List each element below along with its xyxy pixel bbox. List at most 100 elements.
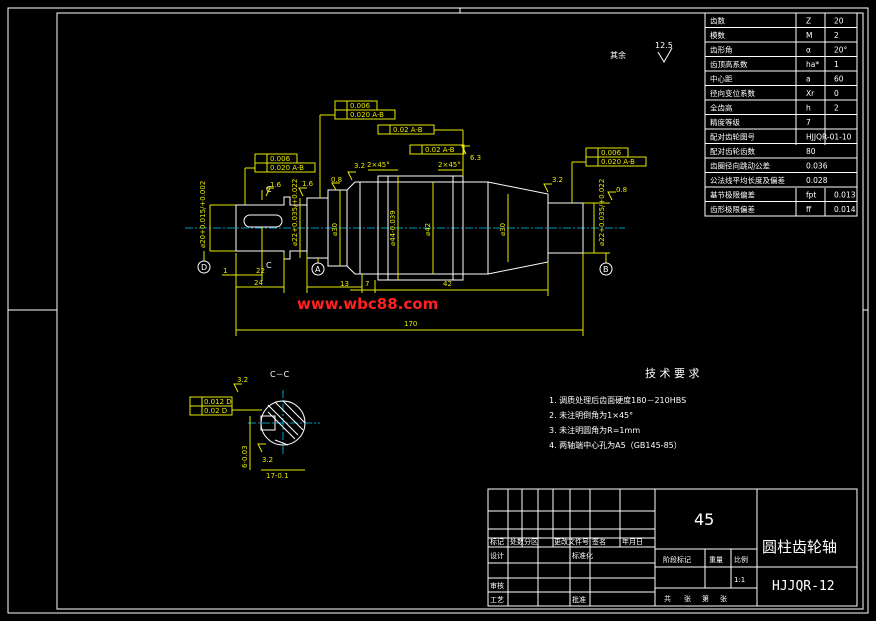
param-value: 7 xyxy=(806,118,811,127)
param-name: 模数 xyxy=(710,30,725,40)
svg-text:0.020 A-B: 0.020 A-B xyxy=(350,111,384,119)
svg-text:0.020 A-B: 0.020 A-B xyxy=(601,158,635,166)
svg-text:0.020 A-B: 0.020 A-B xyxy=(270,164,304,172)
param-value: 0.013 xyxy=(834,191,856,200)
svg-text:0.02 D: 0.02 D xyxy=(204,407,227,415)
dim-dia-30: ⌀30 xyxy=(331,223,339,236)
svg-text:0.006: 0.006 xyxy=(270,155,291,163)
svg-text:0.02 A-B: 0.02 A-B xyxy=(425,146,455,154)
param-value: 2 xyxy=(834,104,839,113)
title-block-header: 分区 xyxy=(524,537,538,546)
tech-title: 技 术 要 求 xyxy=(645,367,700,380)
dim-dia-left: ⌀20+0.015/+0.002 xyxy=(199,181,207,248)
param-value: 60 xyxy=(834,75,844,84)
title-block-sign-label: 批准 xyxy=(572,595,586,604)
svg-text:3.2: 3.2 xyxy=(237,376,248,384)
datum-a: A xyxy=(311,258,325,276)
svg-text:0.006: 0.006 xyxy=(601,149,622,157)
dimension-lines xyxy=(209,169,610,336)
param-symbol: a xyxy=(806,75,811,84)
param-symbol: α xyxy=(806,46,811,55)
param-name: 精度等级 xyxy=(710,117,740,127)
tolerance-frame-1: 0.006 0.020 A-B xyxy=(244,153,316,205)
dim-22: 22 xyxy=(256,267,265,275)
param-symbol: ff xyxy=(806,205,812,214)
title-block: 45 圆柱齿轮轴 HJJQR-12 1:1 标记处数分区更改文件号签名年月日设计… xyxy=(487,488,858,607)
svg-text:1.6: 1.6 xyxy=(302,180,314,188)
dim-dia-30-right: ⌀30 xyxy=(499,223,507,236)
cut-label-bottom: C xyxy=(266,261,272,270)
param-name: 基节极限偏差 xyxy=(710,190,755,200)
rest-finish-symbol xyxy=(657,47,673,63)
title-block-header: 年月日 xyxy=(622,537,643,546)
tech-item-1: 1. 调质处理后齿面硬度180－210HBS xyxy=(549,395,686,405)
param-name: 配对齿轮齿数 xyxy=(710,146,755,156)
rest-finish-value: 12.5 xyxy=(655,41,673,50)
tolerance-frame-4: 0.02 A-B xyxy=(409,144,465,155)
param-symbol: Xr xyxy=(806,89,815,98)
param-name: 径向变位系数 xyxy=(710,88,755,98)
dim-chamfer-right: 2×45° xyxy=(438,161,461,169)
dim-1: 1 xyxy=(223,267,227,275)
section-label: C－C xyxy=(270,370,290,379)
svg-text:3.2: 3.2 xyxy=(262,456,273,464)
keyway xyxy=(243,214,283,228)
title-block-weight-label: 重量 xyxy=(709,556,723,564)
svg-text:6-0.03: 6-0.03 xyxy=(241,445,249,468)
svg-text:D: D xyxy=(201,263,207,272)
inner-border xyxy=(56,12,864,610)
param-value: 1 xyxy=(834,60,839,69)
param-value: 0.036 xyxy=(806,162,828,171)
param-value: 80 xyxy=(806,147,816,156)
part-name: 圆柱齿轮轴 xyxy=(762,538,837,556)
title-block-sign-label: 设计 xyxy=(490,551,504,560)
title-block-sheet-label: 张 xyxy=(720,594,727,603)
param-name: 中心距 xyxy=(710,74,733,84)
section-view-c-c: C－C 0.012 D 0.02 D 6-0.03 17-0.1 3.2 3.2 xyxy=(189,370,320,480)
dim-dia-44: ⌀44-0.039 xyxy=(389,210,397,246)
title-block-sign-label: 审核 xyxy=(490,581,504,590)
param-symbol: Z xyxy=(806,17,811,26)
title-block-header: 签名 xyxy=(592,537,606,546)
title-block-sign-label: 工艺 xyxy=(490,596,504,604)
tolerance-frame-5: 0.006 0.020 A-B xyxy=(571,147,647,203)
svg-text:3.2: 3.2 xyxy=(552,176,563,184)
dim-chamfer-left: 2×45° xyxy=(367,161,390,169)
svg-text:B: B xyxy=(603,265,609,274)
tech-item-2: 2. 未注明倒角为1×45° xyxy=(549,410,633,420)
svg-text:0.012 D: 0.012 D xyxy=(204,398,232,406)
title-block-header: 更改文件号 xyxy=(554,537,589,546)
svg-text:0.006: 0.006 xyxy=(350,102,371,110)
dim-42: 42 xyxy=(443,280,452,288)
title-block-sheet-label: 共 xyxy=(664,594,671,603)
dim-7: 7 xyxy=(365,280,369,288)
scale-value: 1:1 xyxy=(734,576,745,584)
param-name: 齿形角 xyxy=(710,45,733,55)
svg-text:A: A xyxy=(315,265,321,274)
dim-overall: 170 xyxy=(404,320,417,328)
param-value: 0 xyxy=(834,89,839,98)
technical-requirements: 技 术 要 求 1. 调质处理后齿面硬度180－210HBS 2. 未注明倒角为… xyxy=(549,367,700,450)
tech-item-3: 3. 未注明圆角为R=1mm xyxy=(549,425,640,435)
title-block-sheet-label: 第 xyxy=(702,594,709,603)
param-name: 齿数 xyxy=(710,16,725,26)
param-value: 0.014 xyxy=(834,205,856,214)
svg-text:0.8: 0.8 xyxy=(616,186,627,194)
param-name: 齿形极限偏差 xyxy=(710,204,755,214)
param-value: 2 xyxy=(834,31,839,40)
param-symbol: M xyxy=(806,31,812,40)
title-block-sheet-label: 张 xyxy=(684,594,691,603)
dim-24: 24 xyxy=(254,279,263,287)
svg-text:1.6: 1.6 xyxy=(270,181,282,189)
dim-13: 13 xyxy=(340,280,349,288)
dim-dia-42: ⌀42 xyxy=(424,223,432,236)
param-value: 0.028 xyxy=(806,176,828,185)
param-name: 全齿高 xyxy=(710,103,733,113)
datum-b: B xyxy=(599,253,613,276)
svg-text:3.2: 3.2 xyxy=(354,162,365,170)
title-block-scale-label: 比例 xyxy=(734,555,748,564)
title-block-header: 标记 xyxy=(490,537,504,546)
param-name: 齿圈径向跳动公差 xyxy=(710,161,770,171)
